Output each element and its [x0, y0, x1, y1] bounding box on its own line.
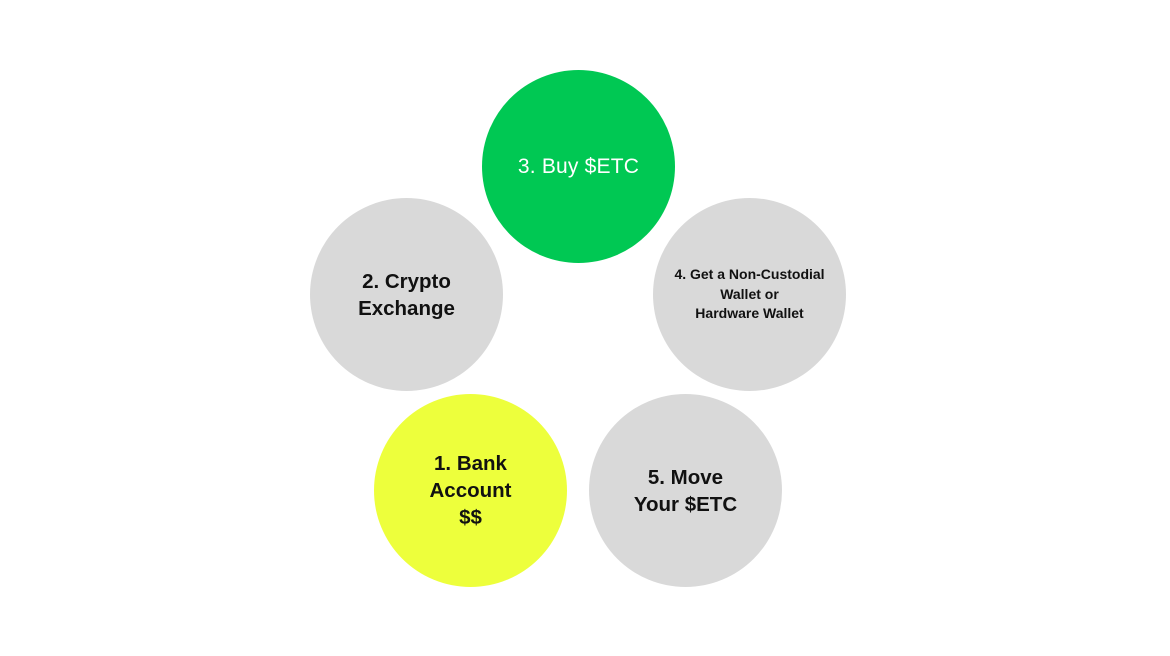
step-2-label: 2. Crypto Exchange	[358, 269, 455, 320]
step-1-bank-account-circle: 1. Bank Account $$	[374, 394, 567, 587]
step-4-get-wallet-circle: 4. Get a Non-Custodial Wallet or Hardwar…	[653, 198, 846, 391]
step-4-label: 4. Get a Non-Custodial Wallet or Hardwar…	[674, 266, 825, 322]
step-3-buy-etc-circle: 3. Buy $ETC	[482, 70, 675, 263]
step-1-label: 1. Bank Account $$	[429, 452, 512, 529]
step-3-label: 3. Buy $ETC	[517, 154, 640, 178]
step-5-label: 5. Move Your $ETC	[633, 465, 738, 516]
step-2-crypto-exchange-circle: 2. Crypto Exchange	[310, 198, 503, 391]
step-5-move-etc-circle: 5. Move Your $ETC	[589, 394, 782, 587]
